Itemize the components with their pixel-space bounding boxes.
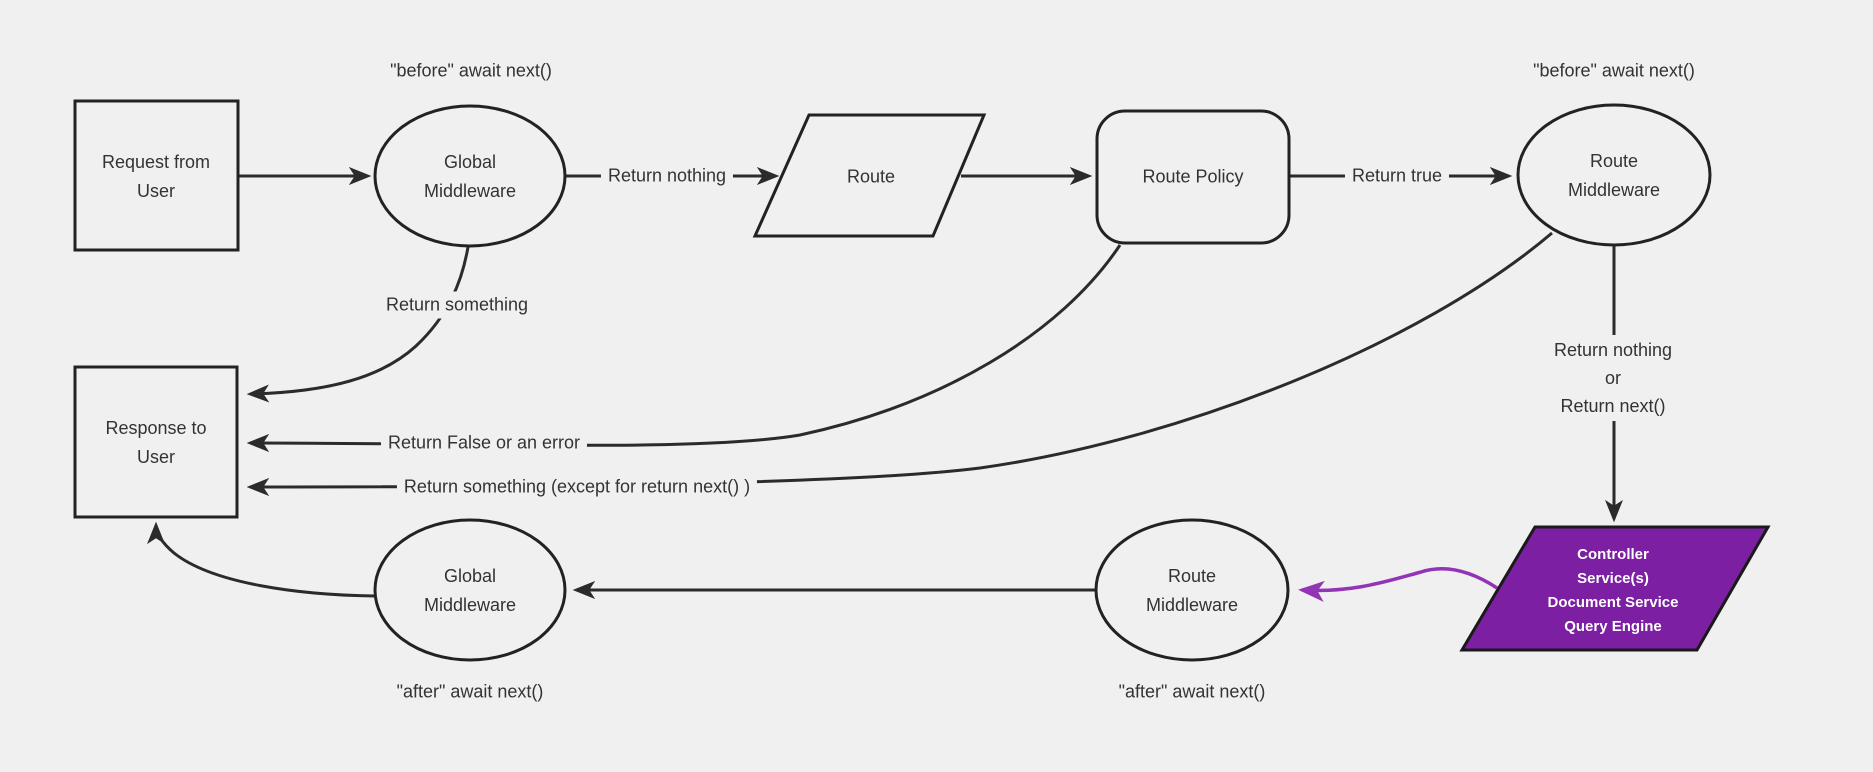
response-to-user-shape	[73, 365, 239, 519]
edge-controller-to-routemiddleware-bottom	[1298, 567, 1498, 602]
route-middleware-bottom-label: Route Middleware	[1145, 566, 1239, 615]
edge-global-to-response	[246, 246, 470, 403]
edge-label-return-something-except: Return something (except for return next…	[396, 473, 758, 501]
global-middleware-bottom-shape	[373, 518, 567, 662]
edge-label-return-something: Return something	[378, 291, 536, 319]
edge-label-return-nothing: Return nothing	[600, 162, 734, 190]
route-middleware-top-label: Route Middleware	[1567, 151, 1661, 200]
edge-label-return-nothing-or-next: Return nothing or Return next()	[1546, 335, 1680, 421]
before-await-annotation-right: "before" await next()	[1533, 60, 1695, 81]
route-policy-label: Route Policy	[1142, 166, 1244, 187]
global-middleware-bottom-label: Global Middleware	[423, 566, 517, 615]
controller-services-label: Controller Service(s) Document Service Q…	[1547, 546, 1679, 635]
edge-globalmiddleware-bottom-to-response	[147, 521, 376, 598]
global-middleware-top-label: Global Middleware	[423, 152, 517, 201]
edge-label-return-false-or-error: Return False or an error	[380, 429, 588, 457]
route-middleware-bottom-shape	[1094, 518, 1290, 662]
controller-services-shape	[1459, 525, 1771, 652]
response-to-user-label: Response to User	[105, 418, 207, 467]
route-shape	[752, 113, 987, 238]
after-await-annotation-right: "after" await next()	[1118, 681, 1266, 702]
route-middleware-top-shape	[1516, 103, 1712, 247]
route-policy-shape	[1095, 109, 1291, 245]
after-await-annotation-left: "after" await next()	[396, 681, 544, 702]
request-from-user-shape	[73, 99, 240, 252]
global-middleware-top-shape	[373, 104, 567, 248]
route-label: Route	[846, 166, 896, 187]
request-from-user-label: Request from User	[101, 152, 211, 201]
edge-label-return-true: Return true	[1344, 162, 1450, 190]
before-await-annotation-left: "before" await next()	[390, 60, 552, 81]
edge-policy-to-response	[246, 244, 1122, 453]
